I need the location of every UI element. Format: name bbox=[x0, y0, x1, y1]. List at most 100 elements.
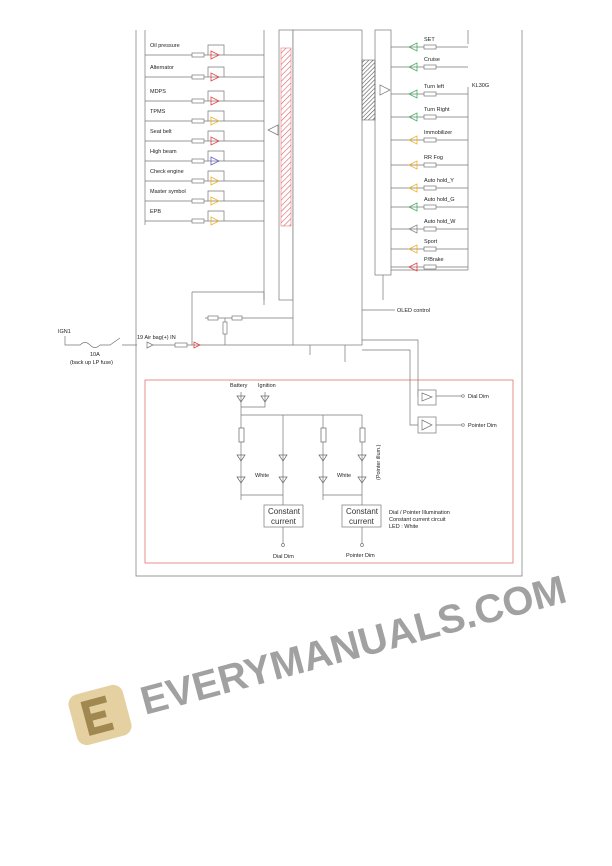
note-line-2: Constant current circuit bbox=[389, 517, 446, 523]
indicator-label: TPMS bbox=[150, 109, 166, 115]
indicator-label: Seat belt bbox=[150, 129, 172, 135]
airbag-led bbox=[193, 341, 201, 349]
hatched-red-bar bbox=[280, 47, 292, 227]
indicator-row: RR Fog bbox=[391, 155, 468, 170]
outer-frame bbox=[135, 30, 523, 577]
indicator-row: Turn left bbox=[391, 84, 468, 99]
indicator-row: TPMS bbox=[145, 109, 264, 126]
indicator-label: High beam bbox=[150, 149, 177, 155]
right-bus bbox=[382, 30, 469, 300]
indicator-label: MDPS bbox=[150, 89, 166, 95]
indicator-led-icon bbox=[408, 202, 418, 212]
indicator-label: EPB bbox=[150, 209, 161, 215]
indicator-row: Seat belt bbox=[145, 129, 264, 146]
cluster-ic bbox=[292, 29, 363, 346]
indicator-row: Auto hold_Y bbox=[391, 178, 468, 193]
indicator-row: Cruise bbox=[391, 57, 468, 72]
diode bbox=[146, 341, 154, 349]
constant-current-1 bbox=[263, 504, 304, 528]
cc1-line1: Constant bbox=[268, 507, 301, 516]
indicator-led-icon bbox=[408, 224, 418, 234]
oled-control-label: OLED control bbox=[397, 308, 430, 314]
indicator-label: Auto hold_W bbox=[424, 219, 456, 225]
constant-current-2 bbox=[341, 504, 382, 528]
indicator-row: Sport bbox=[391, 239, 468, 254]
cc2-line2: current bbox=[349, 517, 375, 526]
indicator-row: Alternator bbox=[145, 65, 264, 82]
indicator-row: Check engine bbox=[145, 169, 264, 186]
indicator-row: Auto hold_W bbox=[391, 219, 468, 234]
indicator-label: Check engine bbox=[150, 169, 184, 175]
indicator-row: High beam bbox=[145, 149, 264, 166]
indicator-row: Auto hold_G bbox=[391, 197, 468, 212]
indicator-led-icon bbox=[408, 244, 418, 254]
kl30g-label: KL30G bbox=[472, 83, 489, 89]
illum-leds bbox=[236, 395, 367, 484]
indicator-led-icon bbox=[210, 196, 220, 206]
indicator-label: Sport bbox=[424, 239, 438, 245]
indicator-label: SET bbox=[424, 37, 435, 43]
indicator-led-icon bbox=[210, 156, 220, 166]
indicator-row: MDPS bbox=[145, 89, 264, 106]
indicator-led-icon bbox=[408, 262, 418, 272]
indicator-row: Oil pressure bbox=[145, 43, 264, 60]
white-label-1: White bbox=[255, 473, 269, 479]
indicator-led-icon bbox=[210, 72, 220, 82]
indicator-led-icon bbox=[210, 176, 220, 186]
note-line-3: LED : White bbox=[389, 524, 418, 530]
indicator-led-icon bbox=[210, 116, 220, 126]
indicator-led-icon bbox=[408, 62, 418, 72]
left-bus bbox=[144, 30, 265, 300]
white-label-2: White bbox=[337, 473, 351, 479]
ignition-label: Ignition bbox=[258, 383, 276, 389]
indicator-led-icon bbox=[408, 112, 418, 122]
pointer-illum-label: (Pointer illum.) bbox=[376, 444, 382, 480]
buffer-triangle-left bbox=[267, 124, 279, 136]
illum-wires bbox=[240, 392, 363, 545]
indicator-row: SET bbox=[391, 37, 468, 52]
fuse-rating: 10A bbox=[90, 352, 100, 358]
indicator-label: RR Fog bbox=[424, 155, 443, 161]
ign1-label: IGN1 bbox=[58, 329, 71, 335]
buffer-triangle-right bbox=[379, 84, 391, 96]
indicator-label: Immobilizer bbox=[424, 130, 452, 136]
indicator-label: Alternator bbox=[150, 65, 174, 71]
indicator-led-icon bbox=[408, 160, 418, 170]
watermark-text: EVERYMANUALS.COM bbox=[136, 568, 571, 724]
indicator-label: Oil pressure bbox=[150, 43, 180, 49]
indicator-led-icon bbox=[210, 96, 220, 106]
illumination-circuit-box bbox=[144, 379, 514, 564]
indicator-label: Auto hold_Y bbox=[424, 178, 454, 184]
connector-right bbox=[374, 29, 392, 276]
hatched-gray-bar bbox=[361, 59, 376, 121]
indicator-label: Turn left bbox=[424, 84, 444, 90]
indicator-led-icon bbox=[408, 89, 418, 99]
indicator-led-icon bbox=[408, 183, 418, 193]
indicator-label: P/Brake bbox=[424, 257, 444, 263]
dial-dim-bottom: Dial Dim bbox=[273, 554, 294, 560]
pointer-dim-bottom: Pointer Dim bbox=[346, 553, 375, 559]
indicator-led-icon bbox=[210, 216, 220, 226]
indicator-row: Immobilizer bbox=[391, 130, 468, 145]
dial-dim-right: Dial Dim bbox=[468, 394, 489, 400]
cc2-line1: Constant bbox=[346, 507, 379, 516]
indicator-led-icon bbox=[210, 50, 220, 60]
fuse-switch bbox=[64, 336, 137, 348]
indicator-label: Auto hold_G bbox=[424, 197, 455, 203]
pointer-dim-right: Pointer Dim bbox=[468, 423, 497, 429]
indicator-label: Cruise bbox=[424, 57, 440, 63]
cc1-line2: current bbox=[271, 517, 297, 526]
bottom-wires bbox=[150, 291, 420, 426]
indicator-led-icon bbox=[408, 135, 418, 145]
watermark-logo bbox=[68, 684, 132, 746]
indicator-row: Master symbol bbox=[145, 189, 264, 206]
indicator-row: Turn Right bbox=[391, 107, 468, 122]
indicator-led-icon bbox=[408, 42, 418, 52]
indicator-row: P/Brake bbox=[391, 257, 468, 272]
indicator-led-icon bbox=[210, 136, 220, 146]
note-line-1: Dial / Pointer Illumination bbox=[389, 510, 450, 516]
indicator-label: Master symbol bbox=[150, 189, 186, 195]
fuse-note: (back up LP fuse) bbox=[70, 360, 113, 366]
indicator-row: EPB bbox=[145, 209, 264, 226]
